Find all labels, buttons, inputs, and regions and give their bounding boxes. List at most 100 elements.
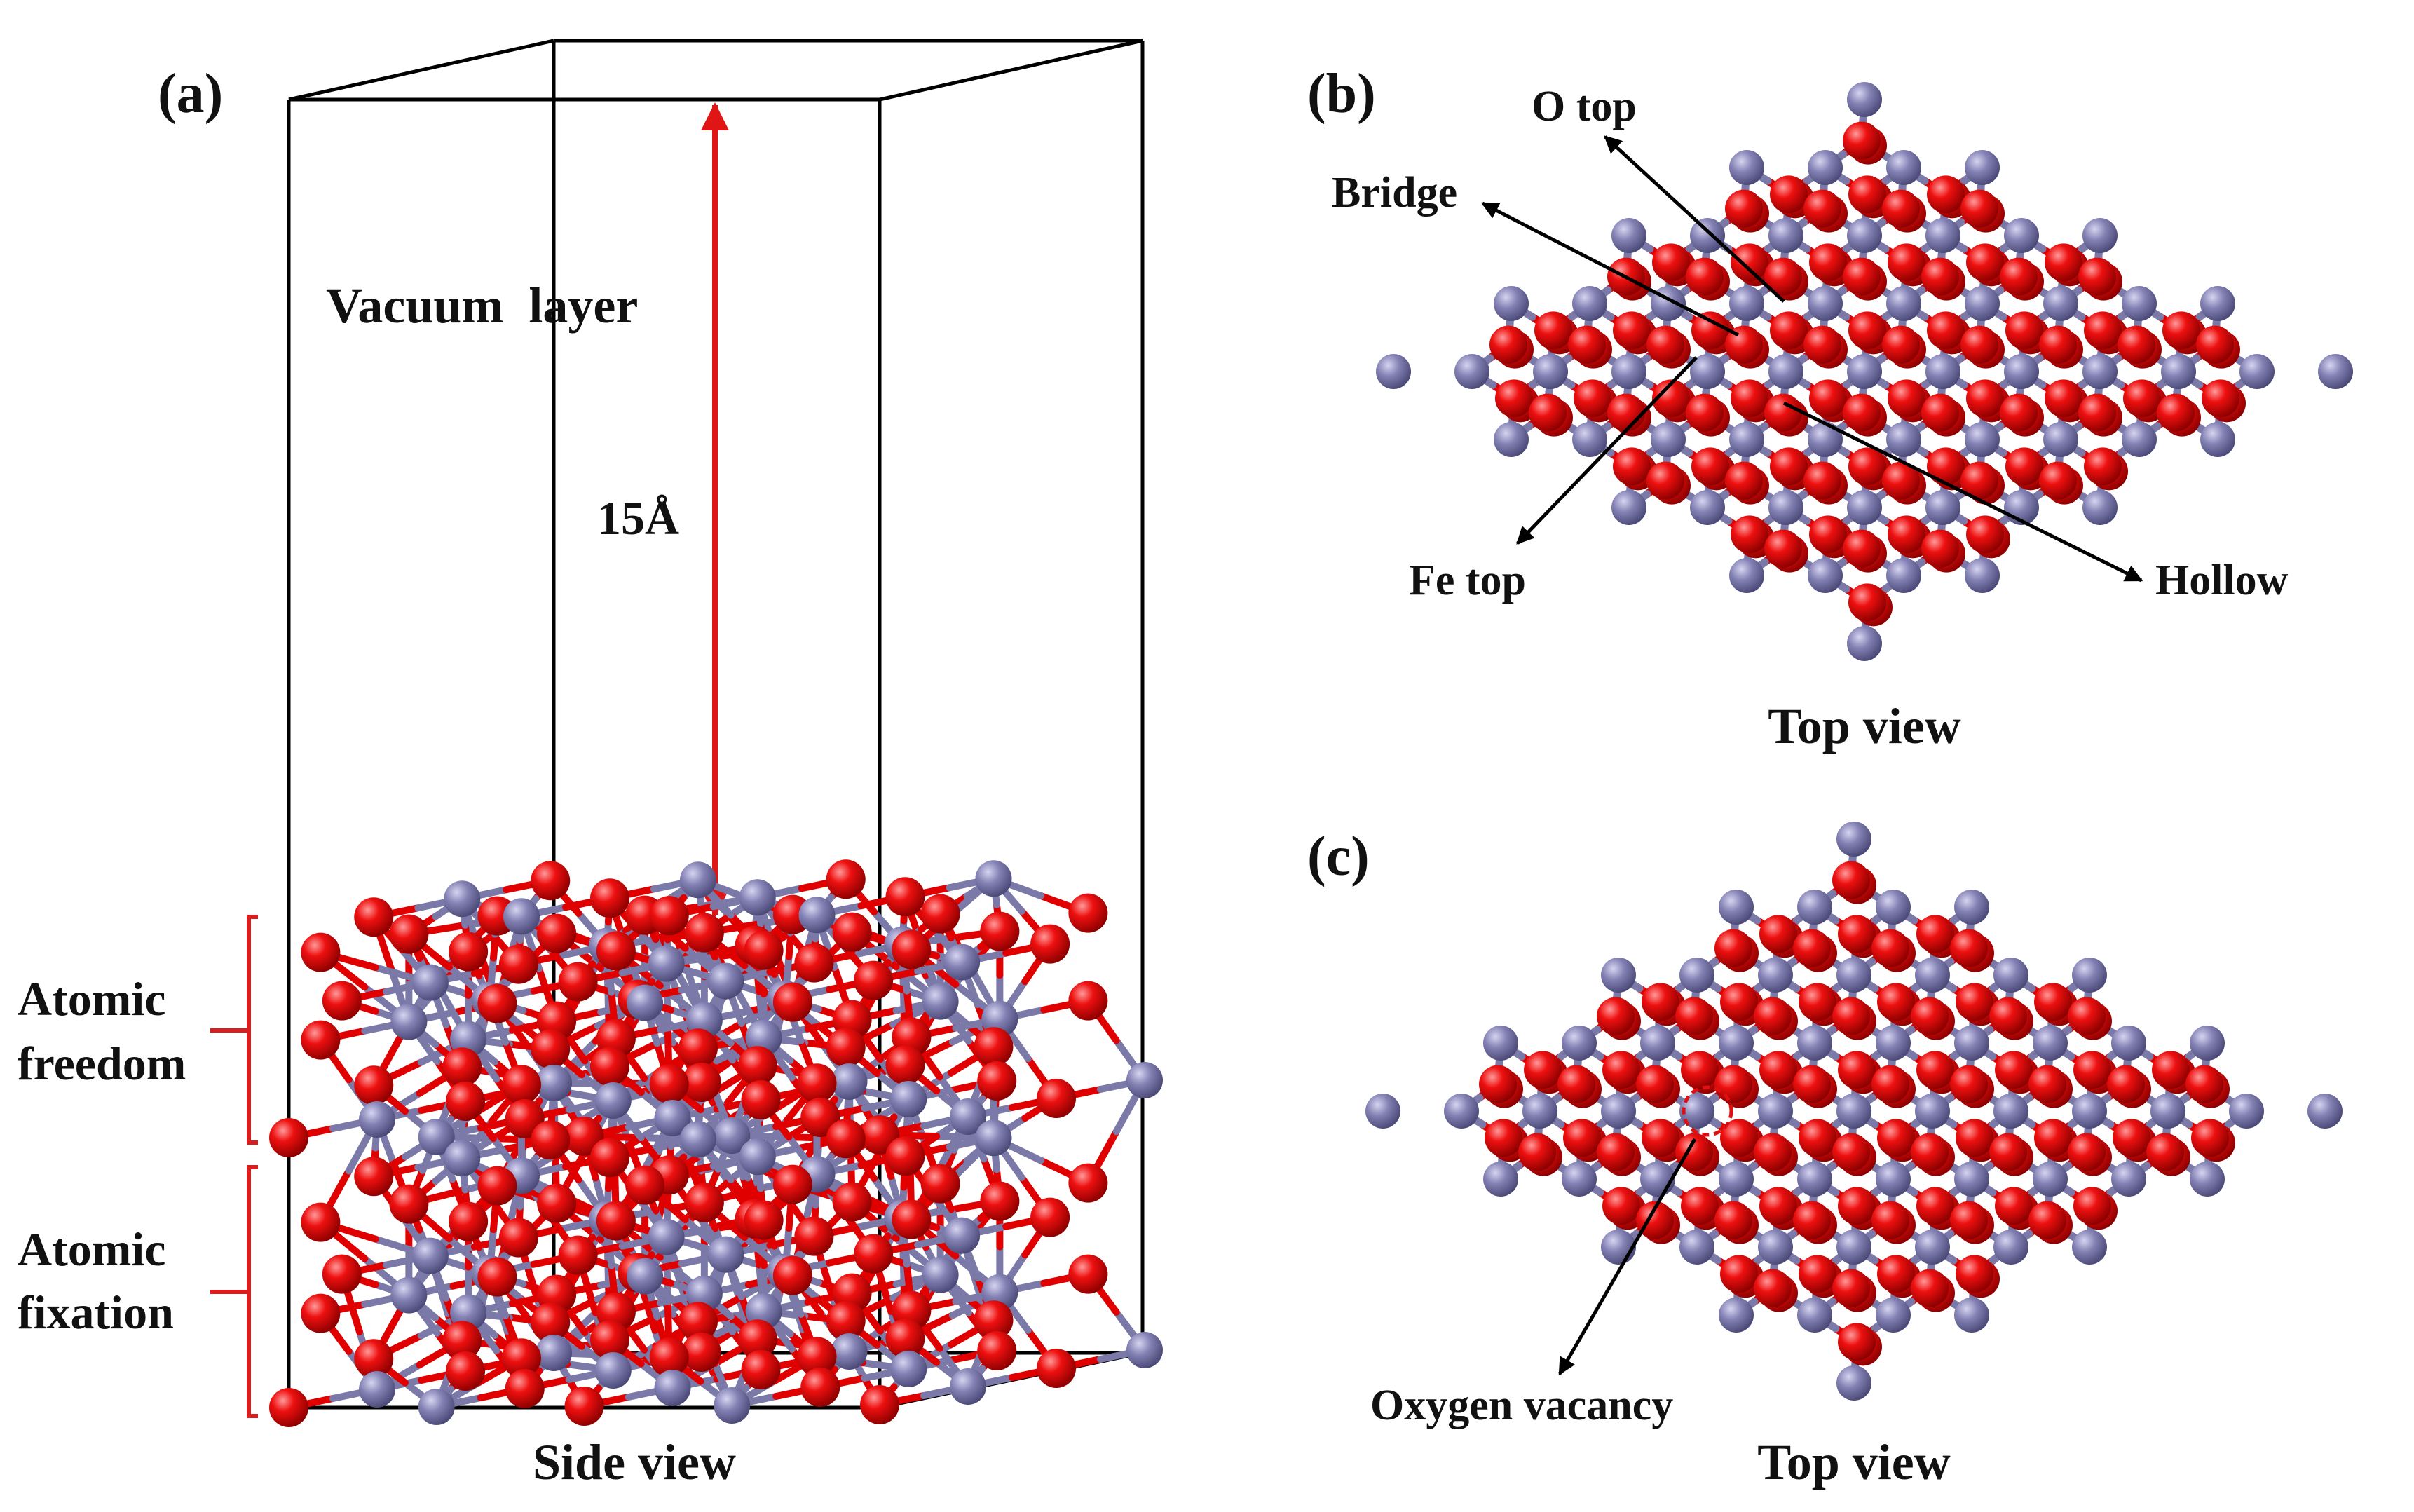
o-atom (477, 1166, 517, 1206)
o-atom (1877, 1119, 1915, 1157)
o-atom (1848, 447, 1886, 486)
fe-atom (1797, 1026, 1832, 1061)
fe-atom (1758, 958, 1793, 993)
fe-atom (2200, 286, 2235, 321)
fe-atom (1522, 1094, 1557, 1129)
o-atom (354, 1339, 394, 1379)
fe-atom (1611, 354, 1646, 389)
fe-atom (679, 1121, 716, 1158)
fe-atom (975, 1119, 1012, 1157)
fe-atom (2004, 218, 2039, 253)
fe-atom (2318, 354, 2353, 389)
o-atom (1754, 1133, 1792, 1171)
o-atom (1037, 1349, 1076, 1388)
o-atom (1956, 1119, 1993, 1157)
fe-atom (418, 1389, 455, 1425)
fe-atom (2072, 1230, 2107, 1265)
fe-atom (648, 945, 685, 982)
o-atom (1770, 311, 1808, 350)
atoms (1365, 822, 2343, 1401)
atomic-freedom-bracket (210, 915, 258, 1145)
o-atom (1529, 393, 1567, 432)
o-atom (1927, 447, 1965, 486)
o-atom (1691, 311, 1729, 350)
fe-atom (1886, 422, 1921, 457)
o-atom (974, 1027, 1014, 1067)
fe-atom (1768, 354, 1803, 389)
o-atom (1927, 311, 1965, 350)
o-atom (1568, 325, 1606, 364)
fe-atom (2190, 1026, 2225, 1061)
fe-atom (1886, 150, 1921, 185)
o-atom (737, 1319, 777, 1359)
o-atom (2185, 1065, 2223, 1103)
fe-atom (1836, 1230, 1871, 1265)
fe-atom (444, 1140, 481, 1177)
o-atom (741, 1350, 781, 1389)
o-atom (1725, 461, 1763, 500)
o-atom (564, 1387, 604, 1426)
o-atom (678, 1028, 718, 1068)
o-atom (1911, 997, 1949, 1035)
o-atom (1770, 447, 1808, 486)
o-atom (1764, 257, 1802, 296)
o-atom (1799, 983, 1836, 1021)
o-atom (860, 1385, 899, 1424)
o-atom (1754, 997, 1792, 1035)
fe-atom (1679, 1094, 1714, 1129)
fe-atom (2122, 422, 2157, 457)
atomic-fixation-label: Atomic fixation (18, 1222, 177, 1339)
fe-atom (1719, 1298, 1754, 1333)
fe-atom (1847, 218, 1882, 253)
o-atom (1956, 983, 1993, 1021)
fe-atom (1925, 490, 1960, 525)
o-atom (1838, 1323, 1876, 1361)
o-atom (1911, 1133, 1949, 1171)
fe-atom (1601, 958, 1636, 993)
o-atom (2191, 1119, 2229, 1157)
fe-atom (1719, 890, 1754, 925)
o-atom (322, 981, 362, 1021)
atomic-freedom-line2: freedom (18, 1037, 186, 1090)
fe-atom (1808, 422, 1843, 457)
o-atom (1843, 393, 1881, 432)
fe-atom (2190, 1162, 2225, 1197)
fe-atom (444, 880, 481, 918)
fe-atom (1836, 958, 1871, 993)
fe-atom (1690, 490, 1725, 525)
o-atom (1888, 515, 1925, 554)
top-view-caption-c: Top view (1757, 1434, 1950, 1490)
fe-atom (890, 1081, 927, 1117)
o-atom (977, 1331, 1017, 1370)
fe-top-arrow (1516, 356, 1698, 545)
o-atom (1686, 257, 1724, 296)
fe-atom (2200, 422, 2235, 457)
o-atom (1882, 325, 1920, 364)
o-atom (1731, 379, 1768, 418)
o-atom (826, 859, 866, 899)
fe-atom (890, 1351, 927, 1387)
o-atom (505, 1369, 545, 1408)
fe-atom (1965, 150, 2000, 185)
fe-atom (1483, 1026, 1518, 1061)
fe-atom (707, 962, 744, 1000)
o-atom (1960, 189, 1998, 228)
fe-atom (594, 1352, 632, 1389)
o-atom (2157, 393, 2195, 432)
o-atom (1877, 983, 1915, 1021)
panel-a-label: (a) (158, 63, 223, 125)
site-arrows (1480, 135, 2143, 583)
o-atom (772, 1164, 812, 1204)
o-atom (1754, 1269, 1792, 1307)
fe-atom (2161, 354, 2196, 389)
oxygen-vacancy-arrow (1557, 1138, 1697, 1376)
fe-atom (1572, 422, 1607, 457)
o-atom (974, 1300, 1014, 1340)
side-view-caption: Side view (533, 1434, 736, 1490)
fe-atom (2307, 1094, 2343, 1129)
o-atom (1871, 1201, 1909, 1239)
o-atom (1714, 1065, 1752, 1103)
o-atom (1534, 311, 1572, 350)
o-atom (832, 1182, 872, 1222)
o-atom (1793, 1065, 1831, 1103)
